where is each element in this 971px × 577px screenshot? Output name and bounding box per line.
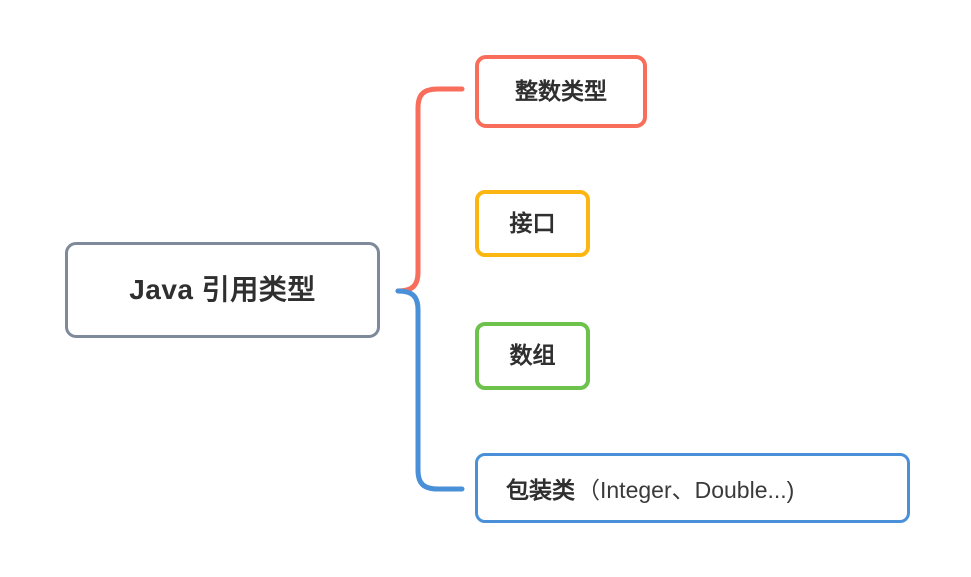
branch-node-integer-type[interactable]: 整数类型 bbox=[475, 55, 647, 128]
branch-node-array-label: 数组 bbox=[509, 342, 556, 369]
branch-node-integer-type-label: 整数类型 bbox=[515, 77, 607, 104]
root-node[interactable]: Java 引用类型 bbox=[65, 242, 380, 338]
branch-node-interface[interactable]: 接口 bbox=[475, 190, 590, 257]
connector-lower-path bbox=[395, 288, 465, 492]
branch-node-array[interactable]: 数组 bbox=[475, 322, 590, 390]
branch-node-wrapper-class-label: 包装类 bbox=[506, 477, 575, 503]
root-node-label: Java 引用类型 bbox=[129, 273, 316, 305]
branch-node-interface-label: 接口 bbox=[509, 209, 556, 236]
branch-node-wrapper-class[interactable]: 包装类 （Integer、Double...) bbox=[475, 453, 910, 523]
branch-node-wrapper-class-detail: （Integer、Double...) bbox=[577, 477, 795, 503]
connector-upper-path bbox=[395, 86, 465, 294]
